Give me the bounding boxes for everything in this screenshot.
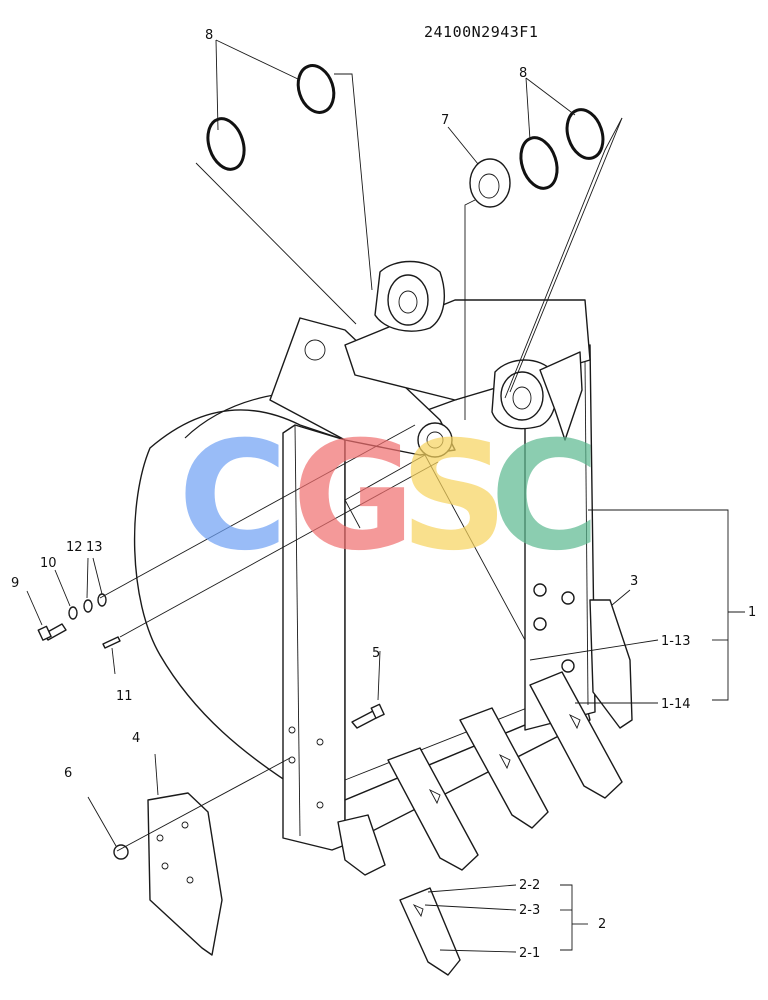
pin-11 bbox=[102, 636, 121, 649]
callout-1-14: 1-14 bbox=[661, 697, 691, 712]
watermark-letter-s: S bbox=[400, 410, 508, 584]
watermark-letter-g: G bbox=[292, 410, 415, 584]
callout-9: 9 bbox=[11, 576, 19, 591]
tooth bbox=[459, 707, 549, 829]
callout-12: 12 bbox=[66, 540, 83, 555]
callout-3: 3 bbox=[630, 574, 638, 589]
bushing bbox=[469, 158, 511, 208]
callout-6: 6 bbox=[64, 766, 72, 781]
watermark-letter-c2: C bbox=[490, 410, 600, 584]
callout-8-left: 8 bbox=[205, 28, 213, 43]
callout-2-3: 2-3 bbox=[519, 903, 540, 918]
seal-ring bbox=[565, 108, 605, 160]
tooth-assembly-exploded bbox=[399, 887, 461, 976]
washer-10 bbox=[68, 606, 78, 620]
callout-8-right: 8 bbox=[519, 66, 527, 81]
bucket-body bbox=[133, 331, 596, 851]
drawing-code: 24100N2943F1 bbox=[424, 23, 538, 41]
callout-7: 7 bbox=[441, 113, 449, 128]
callout-11: 11 bbox=[116, 689, 133, 704]
nut bbox=[113, 844, 129, 860]
callout-labels: 8 8 7 9 10 12 13 11 5 4 6 3 1 1-13 1-14 … bbox=[11, 28, 756, 961]
side-cutter-left bbox=[147, 792, 223, 956]
bucket-teeth bbox=[337, 671, 623, 876]
linkage-bracket bbox=[269, 260, 591, 458]
callout-2-1: 2-1 bbox=[519, 946, 540, 961]
seal-ring bbox=[296, 64, 336, 114]
callout-2: 2 bbox=[598, 917, 606, 932]
tooth bbox=[529, 671, 623, 799]
side-bolt bbox=[533, 617, 547, 631]
side-bolt bbox=[561, 591, 575, 605]
tooth bbox=[337, 814, 386, 876]
side-bolt bbox=[561, 659, 575, 673]
watermark-letter-c: C bbox=[178, 410, 288, 584]
leader-lines bbox=[26, 39, 745, 953]
watermark-logo: C G S C bbox=[178, 410, 600, 584]
callout-5: 5 bbox=[372, 646, 380, 661]
callout-1: 1 bbox=[748, 605, 756, 620]
right-ear-plate bbox=[539, 351, 583, 441]
callout-2-2: 2-2 bbox=[519, 878, 540, 893]
tooth bbox=[387, 747, 479, 871]
callout-4: 4 bbox=[132, 731, 140, 746]
side-bolt bbox=[533, 583, 547, 597]
washer-12 bbox=[83, 599, 93, 613]
seal-ring bbox=[206, 117, 246, 171]
callout-13: 13 bbox=[86, 540, 103, 555]
side-cutter-right bbox=[589, 599, 633, 729]
seal-ring bbox=[519, 136, 559, 190]
callout-1-13: 1-13 bbox=[661, 634, 691, 649]
callout-10: 10 bbox=[40, 556, 57, 571]
